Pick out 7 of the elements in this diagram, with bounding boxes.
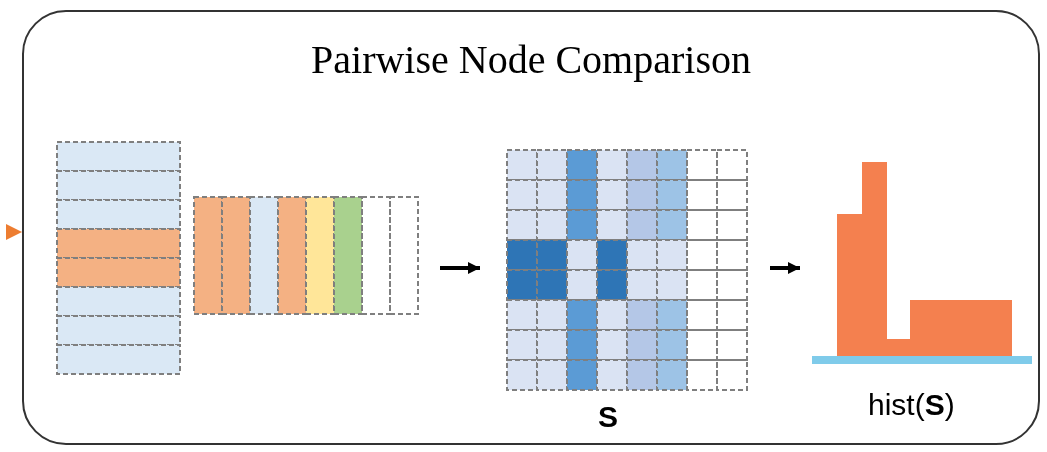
panel-title: Pairwise Node Comparison [310, 36, 752, 83]
caption-label: S [598, 400, 618, 434]
caption-label: hist(S) [868, 388, 955, 422]
panel-frame [22, 10, 1040, 445]
arrow [440, 262, 480, 274]
arrow [5, 224, 23, 240]
arrow [770, 262, 800, 274]
